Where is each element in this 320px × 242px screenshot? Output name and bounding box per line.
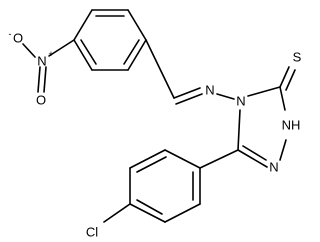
bond xyxy=(237,109,241,151)
bond xyxy=(22,43,36,58)
bond xyxy=(43,66,47,93)
nitrophenyl-ring xyxy=(73,9,147,71)
bond xyxy=(242,145,267,161)
bond xyxy=(136,199,163,215)
bond xyxy=(279,139,287,161)
charge-minus: - xyxy=(9,29,12,39)
bond xyxy=(164,203,201,223)
bond xyxy=(216,93,235,100)
atom-chlorine: Cl xyxy=(86,225,98,240)
charge-plus: + xyxy=(48,49,53,59)
bond xyxy=(247,86,281,97)
atom-nitro-oxygen-charged: O xyxy=(13,31,23,46)
bond xyxy=(237,149,268,168)
atom-imine-nitrogen: N xyxy=(205,83,214,98)
bond xyxy=(173,87,201,99)
bond xyxy=(129,203,166,223)
atom-ring-nitrogen-4: N xyxy=(236,94,245,109)
triazole-thione-ring: N NH N S xyxy=(236,50,301,175)
bond xyxy=(103,203,131,223)
bond xyxy=(145,39,175,99)
atom-sulfur: S xyxy=(293,50,302,65)
bond xyxy=(80,39,97,65)
bond xyxy=(279,66,290,88)
bond xyxy=(73,9,93,41)
imine-linker: N xyxy=(145,39,235,105)
atom-ring-nh: NH xyxy=(282,118,301,133)
atom-nitro-oxygen: O xyxy=(36,93,46,108)
chlorophenyl-ring: Cl xyxy=(86,149,239,240)
bond xyxy=(73,39,93,71)
bond xyxy=(127,39,147,71)
atom-ring-nitrogen-2: N xyxy=(269,160,278,175)
bond xyxy=(136,156,167,173)
bond xyxy=(285,69,296,91)
bond xyxy=(279,86,286,111)
bond xyxy=(164,149,201,169)
bond xyxy=(129,149,166,169)
bond xyxy=(123,39,140,65)
bond xyxy=(199,149,239,169)
atom-nitro-nitrogen: N xyxy=(37,54,46,69)
nitro-group: N + O - O xyxy=(9,29,75,108)
bond xyxy=(175,93,203,105)
bond xyxy=(37,66,41,93)
bond xyxy=(127,9,147,41)
bond xyxy=(48,39,75,57)
